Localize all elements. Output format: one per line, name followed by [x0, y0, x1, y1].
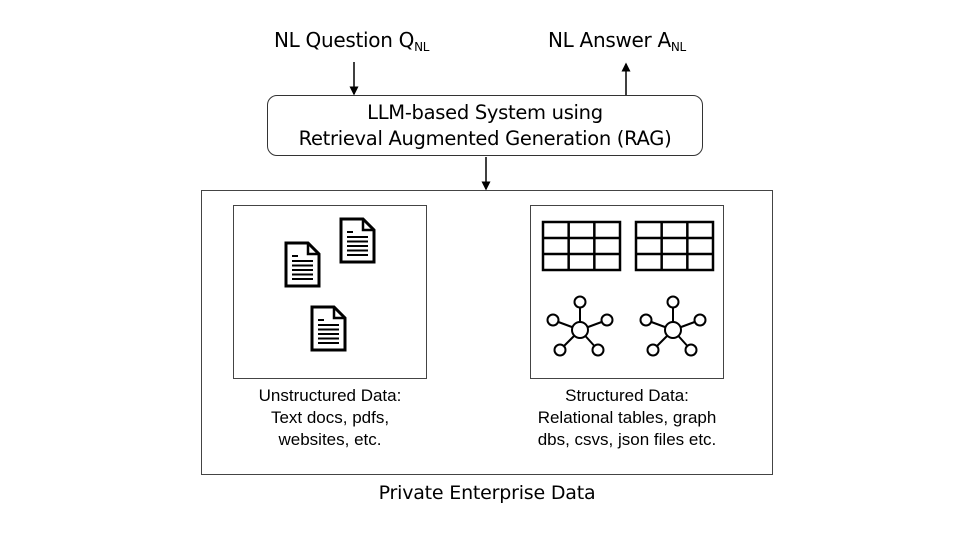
structured-caption-title: Structured Data:	[565, 386, 689, 405]
output-answer-label: NL Answer ANL	[548, 28, 686, 54]
rag-system-box: LLM-based System using Retrieval Augment…	[267, 95, 703, 156]
input-question-text: NL Question Q	[274, 28, 415, 52]
output-answer-text: NL Answer A	[548, 28, 671, 52]
graph-icon	[639, 295, 707, 357]
input-question-subscript: NL	[414, 40, 430, 54]
table-icon	[634, 220, 715, 272]
document-icon	[339, 217, 376, 264]
rag-system-line1: LLM-based System using	[367, 100, 603, 124]
unstructured-caption-line: websites, etc.	[278, 430, 382, 449]
private-enterprise-data-box	[201, 190, 773, 475]
graph-icon	[546, 295, 614, 357]
unstructured-caption-title: Unstructured Data:	[258, 386, 402, 405]
table-icon	[541, 220, 622, 272]
structured-caption: Structured Data: Relational tables, grap…	[500, 385, 754, 451]
rag-system-line2: Retrieval Augmented Generation (RAG)	[298, 126, 672, 150]
structured-caption-line: Relational tables, graph	[537, 408, 717, 427]
input-question-label: NL Question QNL	[274, 28, 429, 54]
structured-caption-line: dbs, csvs, json files etc.	[537, 430, 717, 449]
structured-data-box	[530, 205, 724, 379]
document-icon	[284, 241, 321, 288]
unstructured-data-box	[233, 205, 427, 379]
private-enterprise-data-label: Private Enterprise Data	[378, 482, 596, 504]
output-answer-subscript: NL	[670, 40, 686, 54]
unstructured-caption-line: Text docs, pdfs,	[270, 408, 390, 427]
document-icon	[310, 305, 347, 352]
unstructured-caption: Unstructured Data: Text docs, pdfs, webs…	[233, 385, 427, 451]
